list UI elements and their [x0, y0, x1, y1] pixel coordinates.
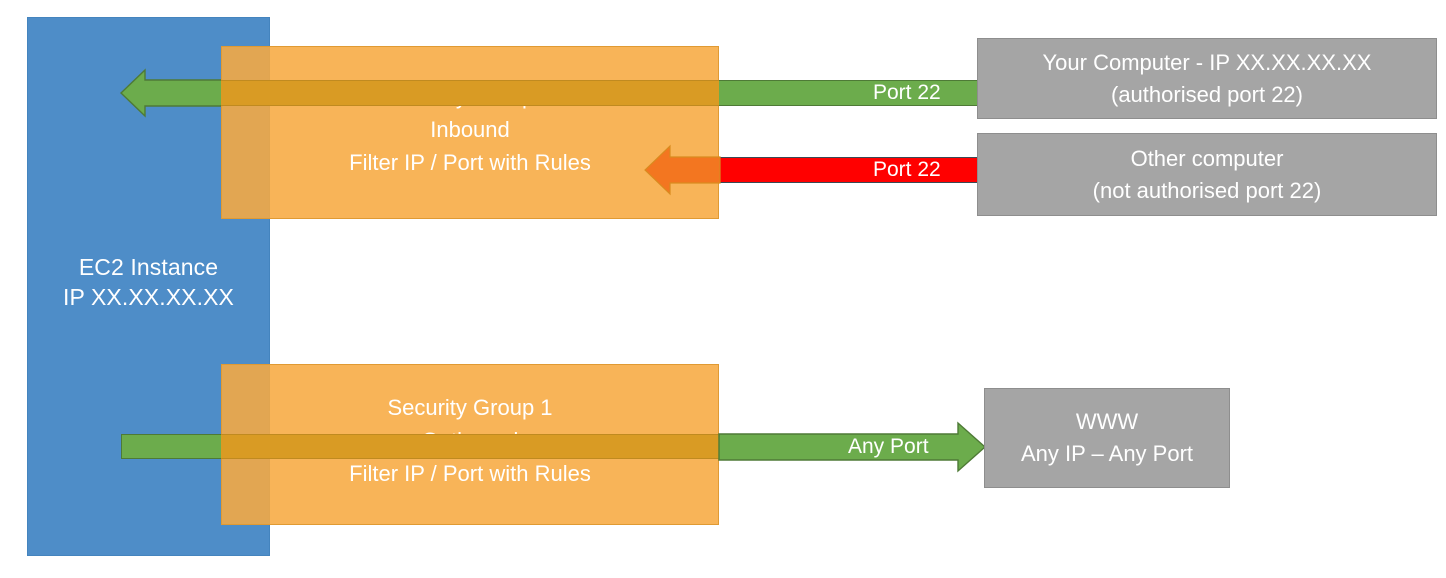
endpoint-other-computer-line1: Other computer	[1130, 145, 1284, 171]
ec2-instance-name: EC2 Instance	[78, 254, 219, 280]
endpoint-www-box: WWW Any IP – Any Port	[984, 388, 1230, 488]
endpoint-other-computer-box: Other computer (not authorised port 22)	[977, 133, 1437, 216]
inbound-blocked-arrow-stopped-by-security-group	[644, 142, 721, 198]
sg-outbound-line3: Filter IP / Port with Rules	[349, 461, 591, 486]
outbound-allowed-bar-inside-instance	[121, 434, 222, 459]
ec2-instance-ip: IP XX.XX.XX.XX	[62, 284, 234, 310]
endpoint-your-computer-box: Your Computer - IP XX.XX.XX.XX (authoris…	[977, 38, 1437, 119]
sg-outbound-line1: Security Group 1	[387, 395, 553, 420]
endpoint-other-computer-line2: (not authorised port 22)	[1092, 177, 1322, 203]
sg-inbound-line2: Inbound	[430, 117, 510, 142]
inbound-allowed-bar-outside	[719, 80, 977, 106]
inbound-allowed-bar-through-security-group	[221, 80, 719, 106]
endpoint-www-line2: Any IP – Any Port	[1020, 441, 1194, 466]
endpoint-your-computer-line2: (authorised port 22)	[1111, 81, 1303, 107]
inbound-allowed-arrow-into-instance	[119, 65, 223, 121]
endpoint-your-computer-line1: Your Computer - IP XX.XX.XX.XX	[1042, 49, 1372, 75]
inbound-blocked-bar-outside	[719, 157, 977, 183]
endpoint-www-line1: WWW	[1075, 409, 1139, 434]
ec2-instance-label: EC2 Instance IP XX.XX.XX.XX	[27, 252, 270, 312]
outbound-allowed-arrow-to-www	[718, 419, 987, 475]
outbound-allowed-bar-through-security-group	[221, 434, 719, 459]
sg-inbound-line3: Filter IP / Port with Rules	[349, 150, 591, 175]
